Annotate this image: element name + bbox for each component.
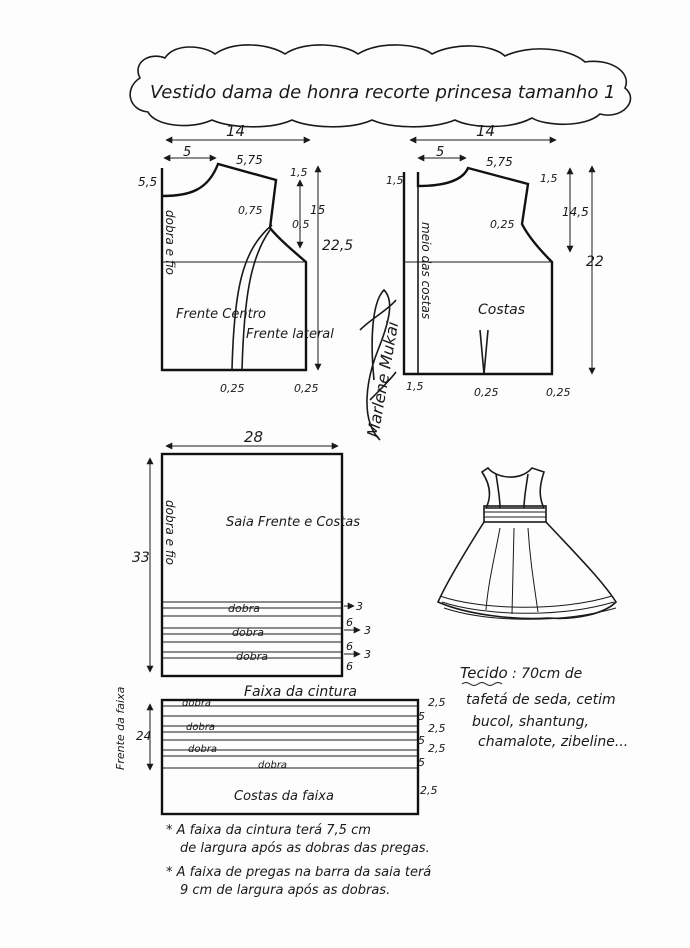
- note-1-line-2: de largura após as dobras das pregas.: [180, 841, 430, 856]
- back-hem-left: 1,5: [406, 380, 424, 393]
- skirt-fold-label: dobra e fio: [163, 500, 177, 565]
- fabric-note: Tecido : 70cm de tafetá de seda, cetim b…: [460, 664, 628, 750]
- pleat-1-label: dobra: [228, 602, 260, 615]
- front-length: 22,5: [322, 238, 353, 254]
- pleat-2-depth: 3: [364, 624, 371, 637]
- skirt-width: 28: [244, 428, 263, 446]
- front-hem-b: 0,25: [294, 382, 319, 395]
- note-2-line-1: * A faixa de pregas na barra da saia ter…: [166, 865, 431, 880]
- front-center-label-text: Frente Centro: [176, 307, 266, 322]
- front-dart-a: 0,75: [238, 204, 263, 217]
- front-center-label: Frente Centro: [176, 307, 266, 322]
- sash-spacing-6: 5: [418, 756, 425, 769]
- back-armhole-dart: 0,25: [490, 218, 515, 231]
- skirt-outline: [160, 452, 344, 678]
- pleat-1-depth: 3: [356, 600, 363, 613]
- back-neck-depth: 1,5: [386, 174, 404, 187]
- sash-fold-4: dobra: [258, 760, 287, 771]
- sash-spacing-3: 2,5: [428, 722, 446, 735]
- sash-side-label: Frente da faixa: [114, 686, 127, 770]
- fabric-line-2: tafetá de seda, cetim: [466, 692, 616, 708]
- sash-spacing-4: 5: [418, 734, 425, 747]
- sash-spacing-5: 2,5: [428, 742, 446, 755]
- sash-spacing-2: 5: [418, 710, 425, 723]
- sash-title: Faixa da cintura: [244, 684, 357, 700]
- front-width: 14: [226, 122, 245, 140]
- title-cloud: [129, 44, 632, 128]
- skirt-height: 33: [132, 550, 150, 566]
- front-shoulder: 5,75: [236, 153, 263, 167]
- front-side-label: Frente lateral: [246, 327, 334, 342]
- signature: Marlene Mukai: [359, 288, 402, 441]
- sash-spacing-1: 2,5: [428, 696, 446, 709]
- sash-back-label: Costas da faixa: [234, 789, 334, 804]
- sash-spacing-7: 2,5: [420, 784, 438, 797]
- note-2-line-2: 9 cm de largura após as dobras.: [180, 883, 390, 898]
- pleat-2-gap: 6: [346, 640, 353, 653]
- front-neck-width: 5: [183, 145, 191, 160]
- back-hem-mid: 0,25: [474, 386, 499, 399]
- back-width: 14: [476, 122, 495, 140]
- back-length: 22: [586, 254, 604, 270]
- pleat-3-label: dobra: [236, 650, 268, 663]
- pleat-3-gap: 6: [346, 660, 353, 673]
- sash-fold-2: dobra: [186, 722, 215, 733]
- front-shoulder-drop: 1,5: [290, 166, 308, 179]
- fabric-line-1: : 70cm de: [512, 666, 582, 682]
- back-armhole: 14,5: [562, 205, 589, 219]
- front-dart-b: 0,5: [292, 218, 310, 231]
- waist-sash: Faixa da cintura dobra dobra dobra dobra…: [114, 684, 446, 816]
- pleat-2-label: dobra: [232, 626, 264, 639]
- notes: * A faixa da cintura terá 7,5 cm de larg…: [166, 823, 431, 898]
- pleat-3-depth: 3: [364, 648, 371, 661]
- front-fold-label: dobra e fio: [163, 210, 177, 275]
- note-1-line-1: * A faixa da cintura terá 7,5 cm: [166, 823, 371, 838]
- fabric-line-4: chamalote, zibeline...: [478, 734, 628, 750]
- pleat-1-gap: 6: [346, 616, 353, 629]
- back-piece-label: Costas: [478, 302, 525, 318]
- front-hem-a: 0,25: [220, 382, 245, 395]
- front-outline: [160, 162, 308, 372]
- back-dart: [479, 329, 489, 375]
- sash-height: 24: [136, 729, 151, 743]
- back-shoulder-drop: 1,5: [540, 172, 558, 185]
- page-title: Vestido dama de honra recorte princesa t…: [150, 82, 616, 103]
- back-bodice: 14 5 5,75 1,5 1,5 0,25 14,5 22 meio das …: [386, 122, 604, 399]
- sash-outline: [160, 698, 420, 816]
- sash-fold-1: dobra: [182, 698, 211, 709]
- dress-illustration: [436, 466, 618, 620]
- sash-fold-3: dobra: [188, 744, 217, 755]
- princess-seam: [231, 224, 273, 371]
- skirt-panel: 28 33 dobra e fio Saia Frente e Costas d…: [132, 428, 371, 678]
- back-center-label: meio das costas: [419, 222, 433, 319]
- back-hem-right: 0,25: [546, 386, 571, 399]
- front-neck-depth: 5,5: [138, 175, 157, 189]
- back-shoulder: 5,75: [486, 155, 513, 169]
- skirt-label: Saia Frente e Costas: [226, 515, 360, 530]
- fabric-line-3: bucol, shantung,: [472, 714, 589, 730]
- front-bodice: 14 5 5,75 5,5 1,5 0,75 0,5 15 22,5 dobra…: [138, 122, 353, 395]
- back-neck-width: 5: [436, 145, 444, 160]
- fabric-heading: Tecido: [460, 664, 508, 682]
